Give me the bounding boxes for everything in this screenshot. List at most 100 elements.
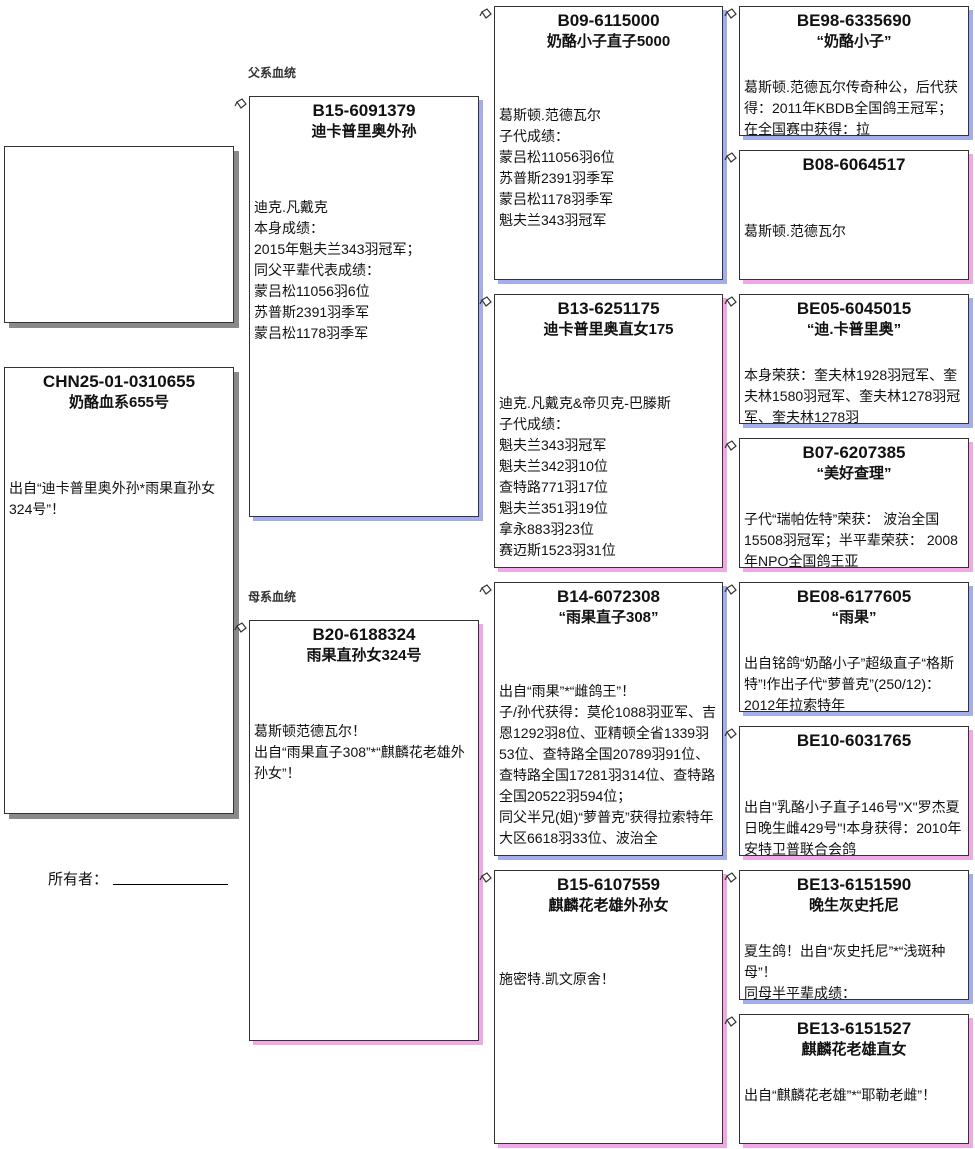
description-line: 子代成绩： [499, 128, 569, 144]
description-line: 赛迈斯1523羽31位 [499, 542, 616, 558]
description-line: 施密特.凯文原舍！ [499, 971, 615, 987]
bird-description: 施密特.凯文原舍！ [499, 969, 718, 990]
description-line: 蒙吕松1178羽季军 [499, 191, 614, 207]
pedigree-card[interactable]: B15-6091379 迪卡普里奥外孙 迪克.凡戴克本身成绩：2015年魁夫兰3… [249, 96, 479, 517]
pedigree-card[interactable]: B15-6107559 麒麟花老雄外孙女 施密特.凯文原舍！ [494, 870, 723, 1144]
owner-field[interactable] [113, 884, 228, 885]
bird-description: 葛斯顿.范德瓦尔子代成绩： 蒙吕松11056羽6位苏普斯2391羽季军蒙吕松117… [499, 105, 718, 231]
bird-name: 迪卡普里奥直女175 [543, 321, 674, 338]
description-line: 苏普斯2391羽季军 [499, 170, 615, 186]
bird-name: “雨果” [831, 609, 877, 626]
ring-number: BE13-6151590 [796, 875, 912, 894]
bird-name: 奶酪小子直子5000 [546, 33, 671, 50]
description-line: 同父半兄(姐)“萝普克”获得拉索特年大区6618羽33位、波治全 [499, 809, 714, 846]
description-line: 2015年魁夫兰343羽冠军； [254, 241, 421, 257]
pedigree-card[interactable]: BE10-6031765 出自"乳酪小子直子146号"X"罗杰夏日晚生雌429号… [739, 726, 969, 856]
description-line: 拿永883羽23位 [499, 521, 594, 537]
bird-description: 子代“瑞帕佐特”荣获： 波治全国15508羽冠军；半平辈荣获： 2008年NPO… [744, 509, 964, 568]
subject-card: CHN25-01-0310655 奶酪血系655号 出自“迪卡普里奥外孙*雨果直… [4, 367, 234, 814]
description-line: 葛斯顿范德瓦尔！ [254, 723, 366, 739]
description-line: 葛斯顿.范德瓦尔 [744, 223, 846, 239]
edit-bucket-icon[interactable] [479, 7, 493, 21]
edit-bucket-icon[interactable] [234, 97, 248, 111]
ring-number: B09-6115000 [557, 11, 660, 30]
sire-line-label: 父系血统 [248, 66, 297, 80]
description-line: 葛斯顿.范德瓦尔 [499, 107, 601, 123]
ring-number: B14-6072308 [556, 587, 661, 606]
pedigree-card[interactable]: BE08-6177605 “雨果” 出自铭鸽“奶酪小子”超级直子“格斯特”!作出… [739, 582, 969, 712]
description-line: 魁夫兰343羽冠军 [499, 212, 607, 228]
pedigree-card[interactable]: B14-6072308 “雨果直子308” 出自“雨果”*“雌鸽王”！子/孙代获… [494, 582, 723, 856]
photo-box [4, 146, 234, 323]
bird-name: “奶酪小子” [816, 33, 892, 50]
description-line: 出自"乳酪小子直子146号"X"罗杰夏日晚生雌429号"!本身获得：2010年安… [744, 799, 962, 856]
pedigree-card[interactable]: B08-6064517 葛斯顿.范德瓦尔 [739, 150, 969, 280]
description-line: 子代成绩： [499, 416, 569, 432]
description-line: 查特路771羽17位 [499, 479, 608, 495]
bird-description: 本身荣获：奎夫林1928羽冠军、奎夫林1580羽冠军、奎夫林1278羽冠军、奎夫… [744, 365, 964, 424]
description-line: 出自“麒麟花老雄”*“耶勒老雌”！ [744, 1087, 937, 1103]
edit-bucket-icon[interactable] [479, 871, 493, 885]
bird-description: 出自“雨果”*“雌鸽王”！子/孙代获得：莫伦1088羽亚军、吉恩1292羽8位、… [499, 681, 718, 849]
bird-description: 出自"乳酪小子直子146号"X"罗杰夏日晚生雌429号"!本身获得：2010年安… [744, 797, 964, 856]
bird-description: 迪克.凡戴克&帝贝克-巴滕斯子代成绩： 魁夫兰343羽冠军魁夫兰342羽10位查特… [499, 393, 718, 561]
ring-number: B15-6091379 [312, 101, 416, 120]
bird-name: 雨果直孙女324号 [306, 647, 422, 664]
edit-bucket-icon[interactable] [724, 295, 738, 309]
edit-bucket-icon[interactable] [724, 727, 738, 741]
subject-name: 奶酪血系655号 [68, 394, 170, 411]
bird-description: 出自铭鸽“奶酪小子”超级直子“格斯特”!作出子代“萝普克”(250/12)：20… [744, 653, 964, 712]
bird-description: 葛斯顿范德瓦尔！ 出自“雨果直子308”*“麒麟花老雄外孙女”！ [254, 721, 474, 784]
pedigree-card[interactable]: B20-6188324 雨果直孙女324号 葛斯顿范德瓦尔！ 出自“雨果直子308… [249, 620, 479, 1041]
owner-label: 所有者： [48, 871, 109, 888]
description-line: 出自“雨果”*“雌鸽王”！ [499, 683, 636, 699]
edit-bucket-icon[interactable] [479, 583, 493, 597]
pedigree-card[interactable]: B09-6115000 奶酪小子直子5000 葛斯顿.范德瓦尔子代成绩： 蒙吕松1… [494, 6, 723, 280]
ring-number: BE05-6045015 [796, 299, 912, 318]
description-line: 同母半平辈成绩： [744, 985, 856, 1000]
subject-description: 出自“迪卡普里奥外孙*雨果直孙女324号”！ [9, 480, 216, 517]
description-line: 迪克.凡戴克&帝贝克-巴滕斯 [499, 395, 671, 411]
edit-bucket-icon[interactable] [724, 583, 738, 597]
bird-name: 晚生灰史托尼 [808, 897, 899, 914]
edit-bucket-icon[interactable] [234, 621, 248, 635]
ring-number: B08-6064517 [802, 155, 906, 174]
ring-number: BE10-6031765 [796, 731, 912, 750]
description-line: 出自铭鸽“奶酪小子”超级直子“格斯特”!作出子代“萝普克”(250/12)：20… [744, 655, 954, 712]
description-line: 蒙吕松11056羽6位 [254, 283, 370, 299]
edit-bucket-icon[interactable] [724, 1015, 738, 1029]
bird-name: 麒麟花老雄直女 [801, 1041, 907, 1058]
description-line: 苏普斯2391羽季军 [254, 304, 370, 320]
edit-bucket-icon[interactable] [479, 295, 493, 309]
description-line: 魁夫兰343羽冠军 [499, 437, 607, 453]
edit-bucket-icon[interactable] [724, 439, 738, 453]
pedigree-card[interactable]: BE05-6045015 “迪.卡普里奥” 本身荣获：奎夫林1928羽冠军、奎夫… [739, 294, 969, 424]
ring-number: B07-6207385 [802, 443, 906, 462]
bird-description: 葛斯顿.范德瓦尔 [744, 221, 964, 242]
description-line: 本身荣获：奎夫林1928羽冠军、奎夫林1580羽冠军、奎夫林1278羽冠军、奎夫… [744, 367, 961, 424]
pedigree-card[interactable]: B07-6207385 “美好查理” 子代“瑞帕佐特”荣获： 波治全国15508… [739, 438, 969, 568]
bird-name: “雨果直子308” [558, 609, 659, 626]
bird-name: “迪.卡普里奥” [806, 321, 902, 338]
description-line: 出自“雨果直子308”*“麒麟花老雄外孙女”！ [254, 744, 465, 781]
description-line: 蒙吕松1178羽季军 [254, 325, 369, 341]
pedigree-card[interactable]: BE13-6151590 晚生灰史托尼 夏生鸽！出自“灰史托尼”*“浅斑种母”！… [739, 870, 969, 1000]
description-line: 本身成绩： [254, 220, 324, 236]
edit-bucket-icon[interactable] [724, 871, 738, 885]
description-line: 夏生鸽！出自“灰史托尼”*“浅斑种母”！ [744, 943, 946, 980]
pedigree-card[interactable]: B13-6251175 迪卡普里奥直女175 迪克.凡戴克&帝贝克-巴滕斯子代成… [494, 294, 723, 568]
description-line: 魁夫兰351羽19位 [499, 500, 608, 516]
description-line: 子代“瑞帕佐特”荣获： 波治全国15508羽冠军；半平辈荣获： 2008年NPO… [744, 511, 958, 568]
pedigree-card[interactable]: BE98-6335690 “奶酪小子” 葛斯顿.范德瓦尔传奇种公，后代获得：20… [739, 6, 969, 136]
bird-name: “美好查理” [816, 465, 892, 482]
description-line: 蒙吕松11056羽6位 [499, 149, 615, 165]
ring-number: BE98-6335690 [796, 11, 912, 30]
edit-bucket-icon[interactable] [724, 7, 738, 21]
ring-number: BE13-6151527 [796, 1019, 912, 1038]
pedigree-card[interactable]: BE13-6151527 麒麟花老雄直女 出自“麒麟花老雄”*“耶勒老雌”！ [739, 1014, 969, 1144]
ring-number: B15-6107559 [556, 875, 661, 894]
ring-number: B20-6188324 [312, 625, 416, 644]
description-line: 魁夫兰342羽10位 [499, 458, 608, 474]
bird-description: 迪克.凡戴克本身成绩：2015年魁夫兰343羽冠军；同父平辈代表成绩：蒙吕松11… [254, 197, 474, 344]
edit-bucket-icon[interactable] [724, 151, 738, 165]
